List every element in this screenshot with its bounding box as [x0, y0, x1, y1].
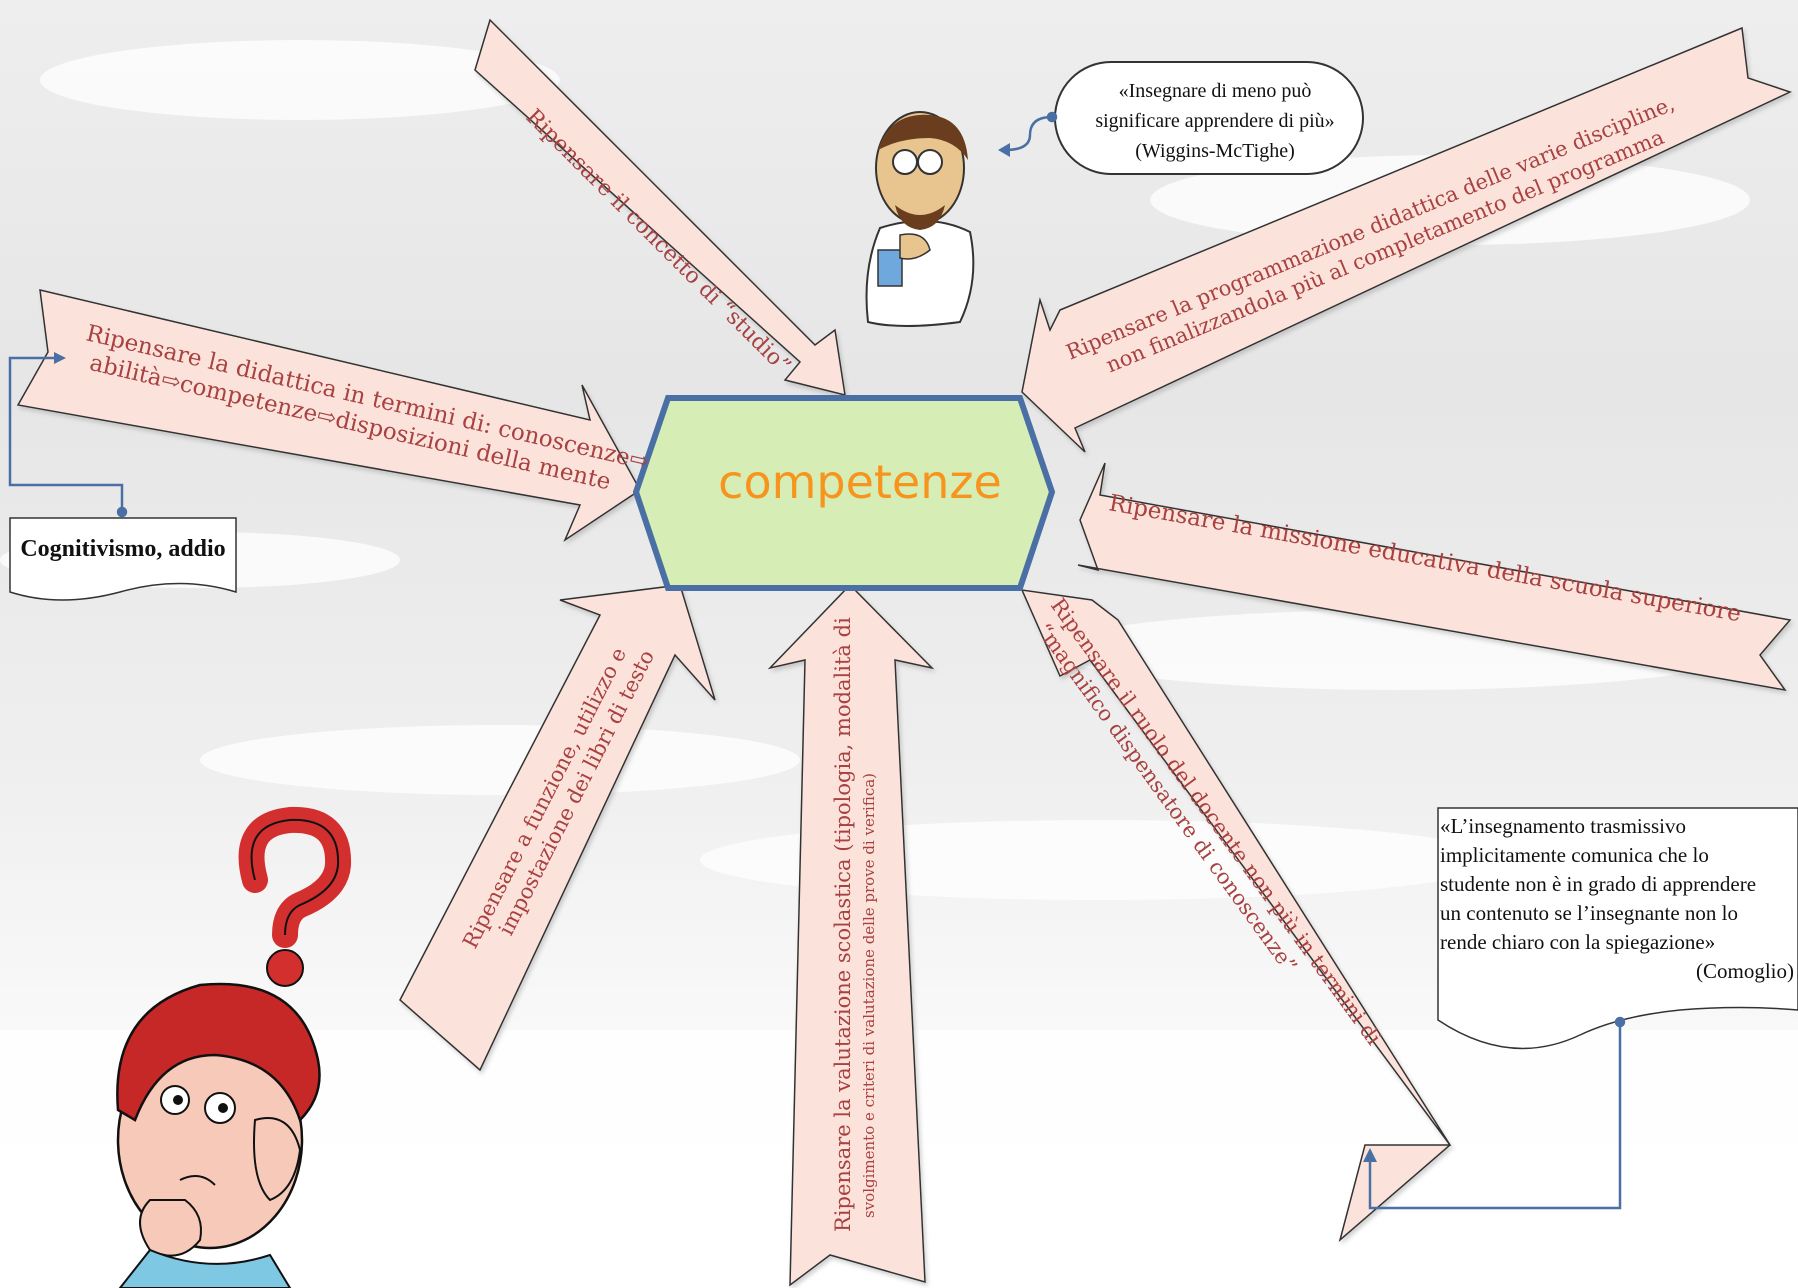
arrow-studio: [474, 18, 846, 397]
comoglio-line-4: un contenuto se l’insegnante non lo: [1440, 901, 1739, 925]
arrow-docente-line-1: Ripensare il ruolo del docente non più i…: [1046, 594, 1386, 1050]
question-mark-icon: [238, 806, 352, 987]
note-cognitivismo: Cognitivismo, addio: [20, 536, 226, 562]
arrow-studio-line-1: Ripensare il concetto di “studio”: [521, 105, 795, 379]
bubble-line-2: significare apprendere di più»: [1095, 110, 1335, 132]
arrow-programmazione: [1021, 26, 1793, 453]
central-hexagon: [632, 395, 1056, 591]
center-label: competenze: [718, 455, 1002, 509]
connector-bubble: [998, 111, 1058, 157]
arrow-text-studio: Ripensare il concetto di “studio”: [521, 105, 795, 379]
arrow-text-valutazione: Ripensare la valutazione scolastica (tip…: [831, 617, 878, 1232]
arrow-valutazione-line-2: svolgimento e criteri di valutazione del…: [860, 773, 878, 1218]
bubble-author: (Wiggins-McTighe): [1135, 140, 1295, 162]
arrow-text-docente: Ripensare il ruolo del docente non più i…: [1032, 594, 1386, 1050]
speech-bubble-text: «Insegnare di meno può significare appre…: [1065, 76, 1365, 166]
connector-cognitivismo: [8, 352, 128, 518]
thinking-teacher-illustration: [865, 111, 975, 327]
arrow-missione: [1077, 462, 1792, 692]
arrow-valutazione: [767, 583, 935, 1287]
note-comoglio: «L’insegnamento trasmissivo implicitamen…: [1440, 812, 1798, 986]
arrow-didattica: [16, 289, 641, 543]
connector-comoglio: [1363, 1016, 1626, 1210]
bubble-line-1: «Insegnare di meno può: [1118, 80, 1312, 102]
arrow-valutazione-line-1: Ripensare la valutazione scolastica (tip…: [831, 617, 855, 1232]
puzzled-boy-illustration: [116, 982, 321, 1288]
arrow-docente-line-2: “magnifico dispensatore di conoscenze”: [1032, 619, 1302, 978]
comoglio-line-1: «L’insegnamento trasmissivo: [1440, 814, 1686, 838]
comoglio-line-5: rende chiaro con la spiegazione»: [1440, 930, 1716, 954]
comoglio-line-2: implicitamente comunica che lo: [1440, 843, 1709, 867]
comoglio-line-3: studente non è in grado di apprendere: [1440, 872, 1757, 896]
comoglio-author: (Comoglio): [1696, 959, 1794, 983]
arrow-docente: [1020, 589, 1452, 1243]
arrow-libri: [399, 584, 716, 1072]
note-cognitivismo-shape: [9, 517, 237, 601]
